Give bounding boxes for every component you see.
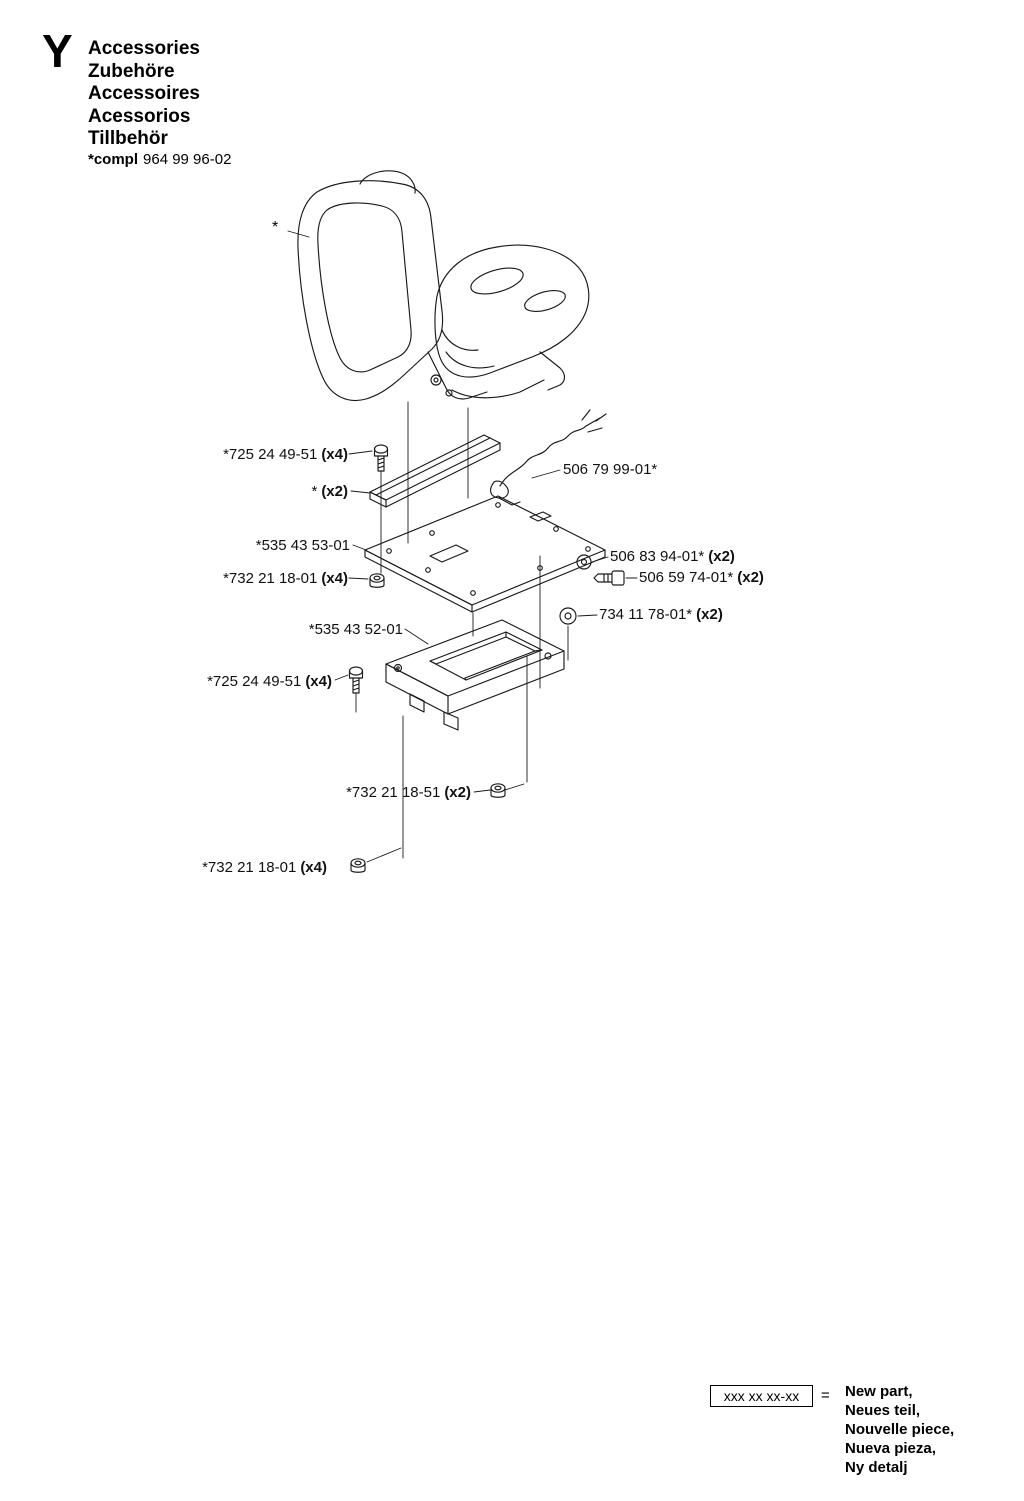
title-es: Acessorios [88,105,191,127]
legend-line-en: New part, [845,1383,913,1400]
part-label-725-24-49-51-upper: *725 24 49-51(x4) [223,446,348,464]
part-label-732-21-18-51: *732 21 18-51(x2) [346,784,471,802]
part-label-732-21-18-01-lower: *732 21 18-01(x4) [202,859,327,877]
seat-reference-asterisk: * [272,219,279,236]
part-number: *725 24 49-51 [207,673,302,690]
part-label-535-43-53-01: *535 43 53-01 [256,537,350,555]
part-qty: (x4) [321,446,348,463]
bolt-506-59-74-01 [593,570,625,586]
bolt-725-24-49-51-lower [348,666,364,694]
title-en: Accessories [88,38,200,59]
title-de: Zubehöre [88,60,175,82]
wiring-harness [490,409,607,506]
part-label-725-24-49-51-lower: *725 24 49-51(x4) [207,673,332,691]
seat-illustration [297,170,590,401]
part-number: 506 79 99-01* [563,461,658,478]
leader-lines [334,450,638,793]
part-label-535-43-52-01: *535 43 52-01 [309,621,403,639]
part-number: *725 24 49-51 [223,446,318,463]
part-qty: (x4) [305,673,332,690]
part-number: *535 43 53-01 [255,537,350,554]
part-number: * [311,483,318,500]
part-qty: (x2) [321,483,348,500]
page-title-block: Accessories Zubehöre Accessoires Acessor… [88,38,200,151]
part-label-rail: *(x2) [311,483,348,501]
seat-rail [369,434,501,508]
compl-label: *compl [88,151,139,168]
part-number: *732 21 18-51 [346,784,441,801]
nut-732-21-18-51 [490,783,506,798]
new-part-number-box: xxx xx xx-xx [710,1385,813,1407]
part-qty: (x2) [696,606,723,623]
part-label-506-79-99-01: 506 79 99-01* [563,461,657,479]
fasteners [348,444,625,873]
part-number: 506 83 94-01* [610,548,705,565]
legend-line-sv: Ny detalj [845,1459,908,1476]
part-number: 506 59 74-01* [639,569,734,586]
new-part-legend: New part, Neues teil, Nouvelle piece, Nu… [845,1382,954,1477]
lower-mounting-bracket [385,619,565,731]
part-number: *535 43 52-01 [308,621,403,638]
washer-506-83-94-01 [576,554,592,570]
part-number: *732 21 18-01 [202,859,297,876]
part-number: *732 21 18-01 [223,570,318,587]
title-fr: Accessoires [88,83,200,105]
legend-equals-sign: = [821,1387,830,1404]
part-qty: (x2) [708,548,735,565]
part-label-506-59-74-01: 506 59 74-01*(x2) [639,569,764,587]
part-qty: (x4) [300,859,327,876]
upper-mounting-plate [364,495,606,613]
part-number: 734 11 78-01* [599,606,693,623]
legend-line-de: Neues teil, [845,1402,921,1419]
part-label-734-11-78-01: 734 11 78-01*(x2) [599,606,723,624]
part-label-506-83-94-01: 506 83 94-01*(x2) [610,548,735,566]
legend-line-es: Nueva pieza, [845,1440,936,1457]
title-sv: Tillbehör [88,128,168,150]
part-qty: (x4) [321,570,348,587]
nut-732-21-18-01-lower [350,858,366,873]
compl-number: 964 99 96-02 [143,151,232,168]
part-qty: (x2) [444,784,471,801]
washer-734-11-78-01 [559,607,577,625]
nut-732-21-18-01-upper [369,573,385,588]
part-label-732-21-18-01-upper: *732 21 18-01(x4) [223,570,348,588]
bolt-725-24-49-51-upper [373,444,389,472]
legend-line-fr: Nouvelle piece, [845,1421,955,1438]
part-qty: (x2) [737,569,764,586]
section-letter: Y [42,25,73,77]
